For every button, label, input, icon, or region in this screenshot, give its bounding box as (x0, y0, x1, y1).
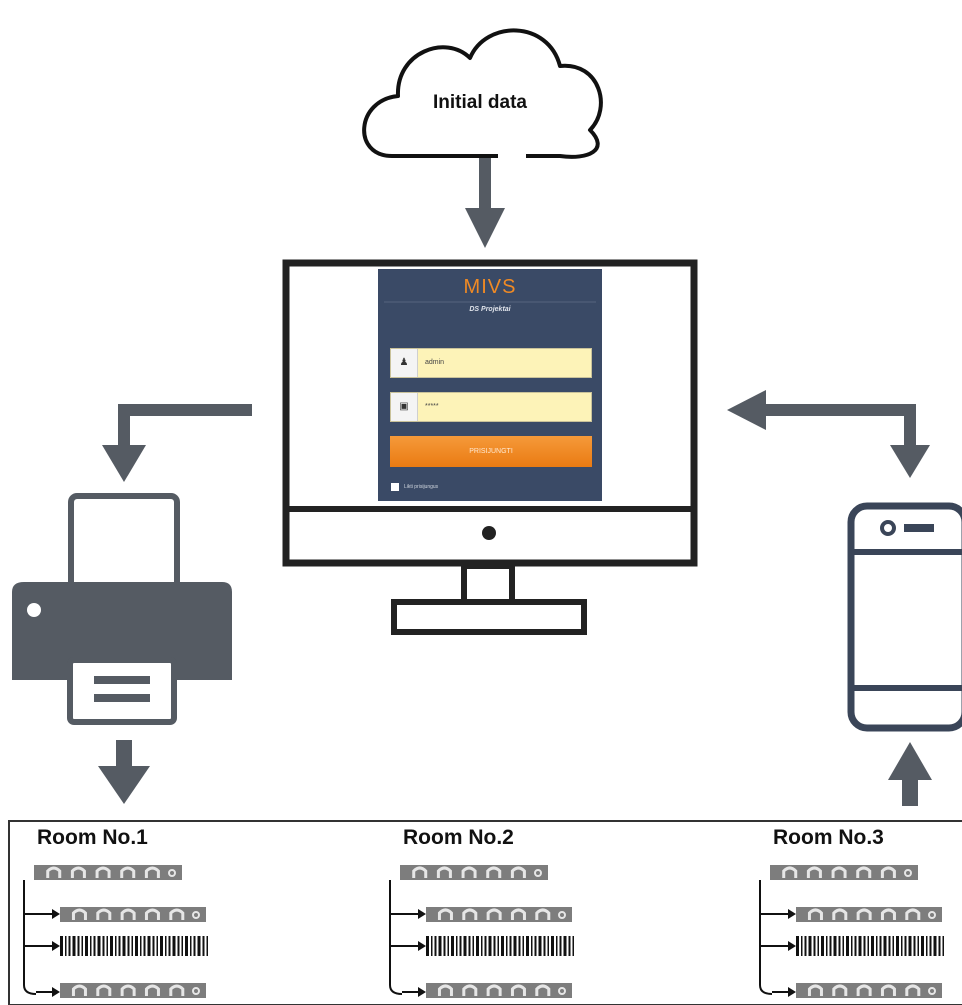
arrow-icon (36, 987, 60, 997)
arrow-cloud-to-monitor (465, 158, 505, 248)
remember-checkbox-row[interactable]: Likti prisijungus (391, 482, 438, 492)
room-1-title: Room No.1 (37, 826, 148, 849)
rfid-tag-icon (796, 907, 942, 922)
room-2-devices (389, 865, 574, 998)
arrow-icon (760, 941, 796, 951)
barcode-icon (60, 936, 208, 956)
arrow-icon (390, 909, 426, 919)
arrow-icon (24, 909, 60, 919)
arrow-icon (390, 941, 426, 951)
arrow-rooms-to-phone (888, 742, 932, 806)
arrow-icon (760, 909, 796, 919)
app-subtitle: DS Projektai (469, 306, 511, 313)
rfid-tag-icon (34, 865, 182, 880)
rfid-tag-icon (60, 907, 206, 922)
arrow-printer-to-rooms (98, 740, 150, 804)
barcode-icon (796, 936, 944, 956)
username-value: admin (425, 359, 445, 366)
cloud-icon (362, 28, 603, 159)
room-3-devices (759, 865, 944, 998)
room-3-title: Room No.3 (773, 826, 884, 849)
arrow-icon (772, 987, 796, 997)
rfid-tag-icon (60, 983, 206, 998)
arrow-monitor-to-printer (102, 404, 252, 482)
password-field[interactable]: ▣ ***** (390, 392, 592, 422)
password-value: ***** (425, 403, 439, 410)
rfid-tag-icon (796, 983, 942, 998)
lock-icon: ▣ (391, 393, 418, 421)
rfid-tag-icon (426, 907, 572, 922)
app-title: MIVS (463, 276, 517, 298)
room-1-devices (23, 865, 208, 998)
rfid-tag-icon (770, 865, 918, 880)
cloud-label: Initial data (433, 92, 527, 113)
rfid-tag-icon (400, 865, 548, 880)
login-button[interactable]: PRISIJUNGTI (390, 436, 592, 467)
bracket-line (759, 880, 773, 995)
bracket-line (389, 880, 403, 995)
room-2-title: Room No.2 (403, 826, 514, 849)
smartphone-icon (847, 502, 962, 732)
remember-checkbox[interactable] (391, 482, 399, 491)
user-icon: ♟ (391, 349, 418, 377)
arrow-icon (402, 987, 426, 997)
arrow-icon (24, 941, 60, 951)
printer-icon (12, 493, 232, 725)
barcode-icon (426, 936, 574, 956)
arrow-phone-to-monitor (727, 390, 930, 478)
rfid-tag-icon (426, 983, 572, 998)
username-field[interactable]: ♟ admin (390, 348, 592, 378)
bracket-line (23, 880, 37, 995)
remember-label: Likti prisijungus (404, 484, 439, 490)
